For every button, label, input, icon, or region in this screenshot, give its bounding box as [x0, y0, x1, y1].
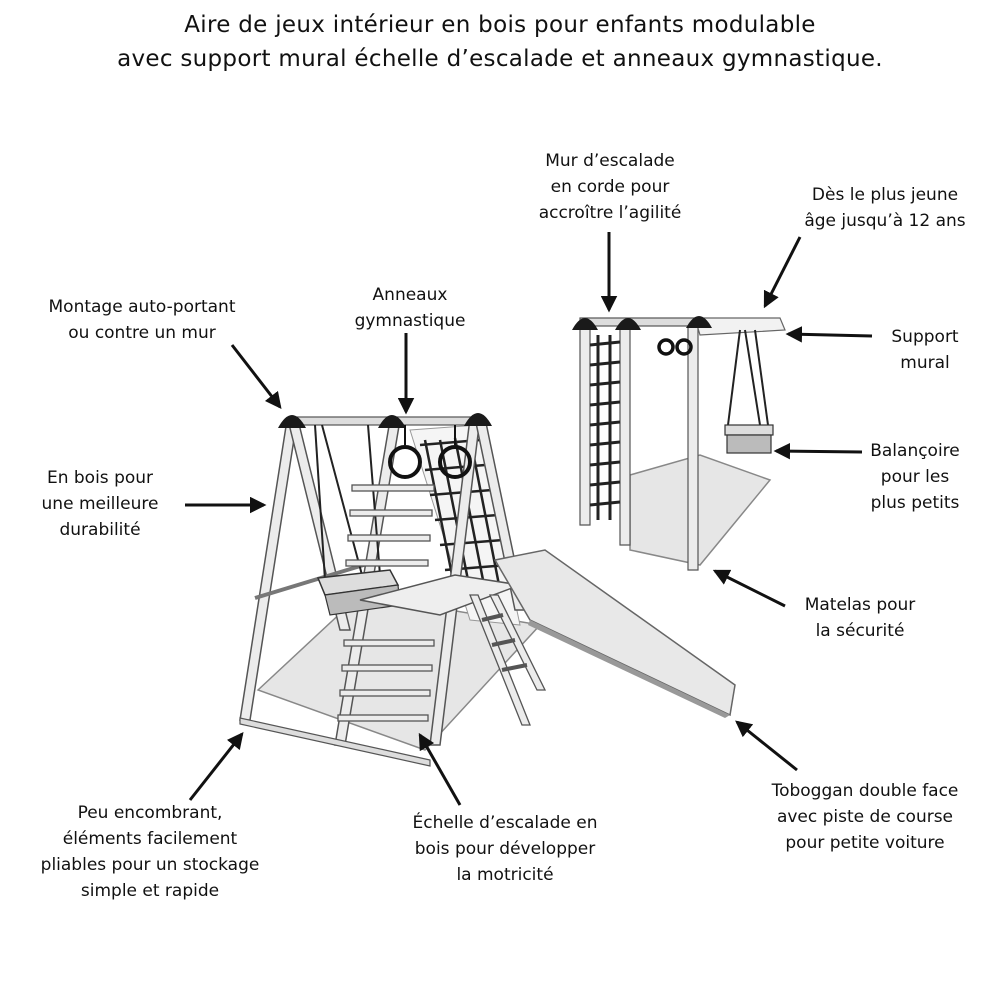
wall-bracket: [694, 317, 786, 336]
right-swing: [724, 329, 774, 454]
left-rings: [388, 425, 472, 479]
title-line-1: Aire de jeux intérieur en bois pour enfa…: [184, 12, 816, 38]
label-slide: Toboggan double face avec piste de cours…: [771, 781, 959, 853]
front-ladder: [337, 484, 435, 722]
label-compact: Peu encombrant, éléments facilement plia…: [40, 803, 260, 901]
label-wood: En bois pour une meilleure durabilité: [41, 468, 159, 540]
frame-caps: [278, 413, 492, 428]
slide: [493, 549, 736, 717]
label-age: Dès le plus jeune âge jusqu’à 12 ans: [804, 185, 966, 231]
right-playset: [572, 316, 786, 571]
right-rings: [657, 338, 693, 356]
base-bar: [239, 717, 431, 767]
right-mat: [629, 454, 772, 566]
label-climbing-wall: Mur d’escalade en corde pour accroître l…: [538, 151, 682, 223]
label-ladder: Échelle d’escalade en bois pour développ…: [412, 813, 598, 885]
label-swing: Balançoire pour les plus petits: [870, 441, 960, 513]
annotation-arrows: [185, 232, 873, 806]
label-self-standing: Montage auto-portant ou contre un mur: [48, 297, 236, 343]
right-caps: [572, 316, 712, 330]
label-wall-support: Support mural: [891, 327, 959, 373]
small-ladder: [469, 594, 547, 726]
left-playset: [239, 413, 736, 767]
page-title: Aire de jeux intérieur en bois pour enfa…: [0, 8, 1000, 76]
label-mattress: Matelas pour la sécurité: [804, 595, 916, 641]
right-rope-net: [589, 335, 621, 520]
slide-side: [528, 620, 730, 718]
title-line-2: avec support mural échelle d’escalade et…: [117, 46, 883, 72]
label-rings: Anneaux gymnastique: [354, 285, 466, 331]
